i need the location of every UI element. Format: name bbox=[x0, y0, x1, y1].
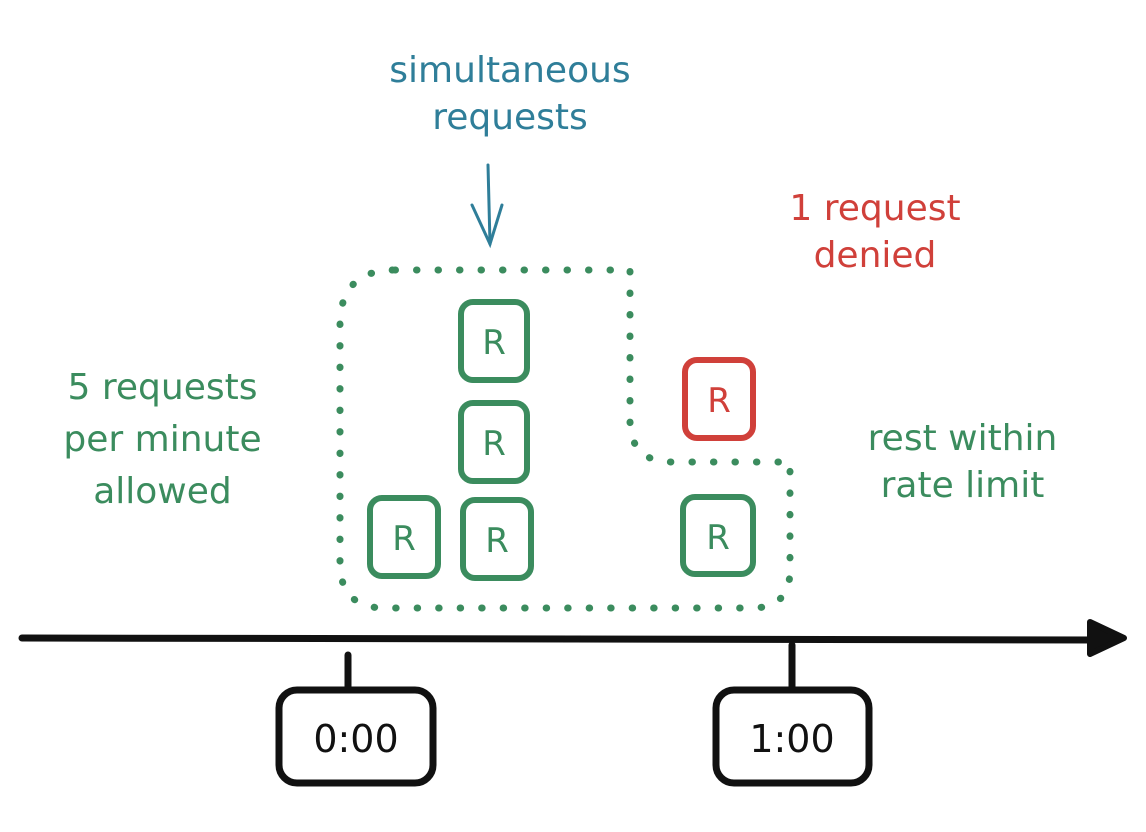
request-box: R bbox=[460, 497, 534, 581]
arrowhead-icon bbox=[1087, 619, 1127, 657]
denied-request-box: R bbox=[682, 357, 756, 441]
svg-text:R: R bbox=[485, 521, 509, 561]
timeline-axis bbox=[18, 619, 1127, 657]
denied-label: 1 request denied bbox=[789, 188, 961, 276]
tick-label: 1:00 bbox=[749, 717, 834, 761]
request-box: R bbox=[680, 494, 756, 577]
within-limit-label: rest within rate limit bbox=[867, 418, 1058, 506]
timeline-tick: 1:00 bbox=[712, 641, 873, 787]
allowed-label: 5 requests per minute allowed bbox=[63, 367, 262, 512]
tick-label: 0:00 bbox=[313, 717, 398, 761]
allowed-window-outline bbox=[336, 266, 794, 612]
simultaneous-requests-label: simultaneous requests bbox=[389, 50, 631, 138]
down-arrow-icon bbox=[470, 163, 504, 249]
svg-text:R: R bbox=[482, 424, 506, 464]
svg-text:R: R bbox=[707, 381, 731, 421]
svg-text:R: R bbox=[392, 519, 416, 559]
request-box: R bbox=[458, 299, 530, 383]
request-box: R bbox=[367, 495, 441, 579]
svg-text:R: R bbox=[482, 323, 506, 363]
svg-text:R: R bbox=[706, 518, 730, 558]
request-box: R bbox=[458, 400, 530, 484]
timeline-tick: 0:00 bbox=[275, 651, 437, 787]
